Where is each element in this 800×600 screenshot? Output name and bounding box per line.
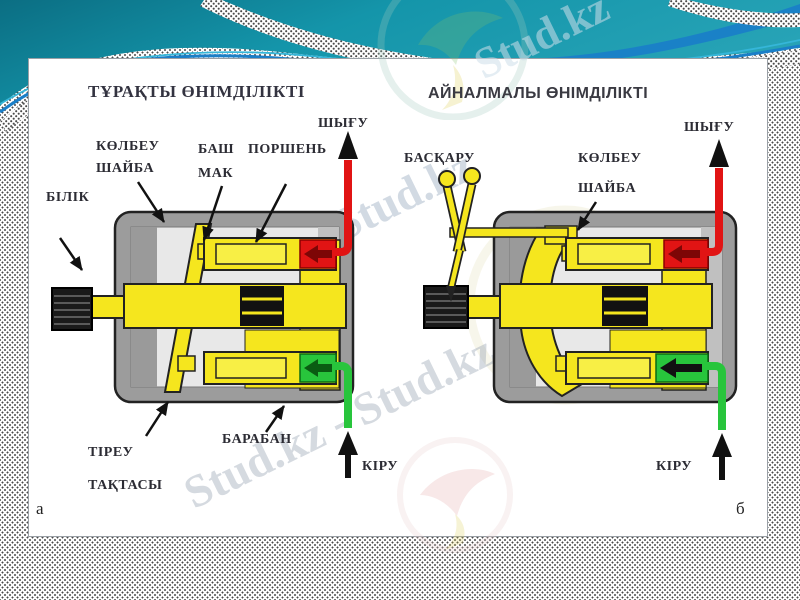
slide-content-panel [28,58,768,537]
header-halftone-band-topright [668,0,800,28]
header-halftone-band-diagonal [200,0,432,72]
